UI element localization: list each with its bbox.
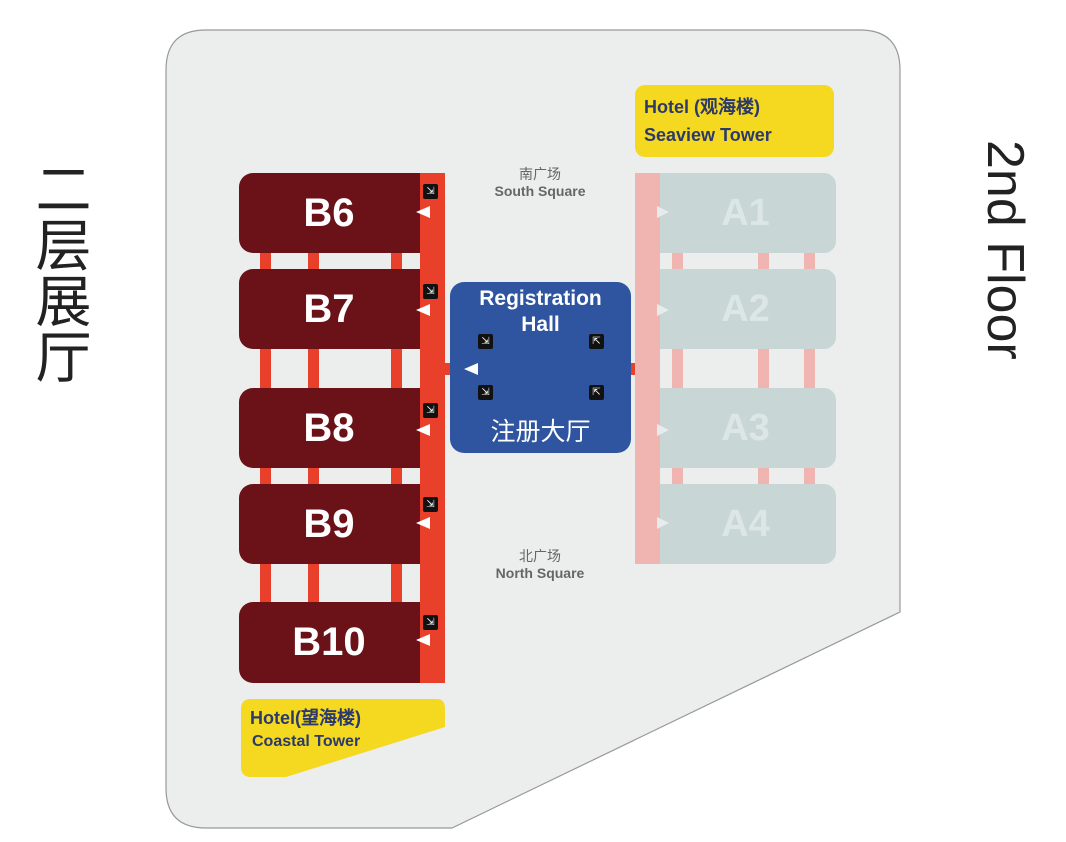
hall-b9[interactable]: B9 xyxy=(239,484,439,564)
hall-a3[interactable]: A3 xyxy=(655,388,836,468)
hall-b7[interactable]: B7 xyxy=(239,269,439,349)
escalator-icon: ⇱ xyxy=(589,334,604,349)
escalator-icon: ⇲ xyxy=(423,184,438,199)
escalator-icon: ⇱ xyxy=(589,385,604,400)
registration-title-line2: Hall xyxy=(521,313,560,336)
floor-title-en: 2nd Floor xyxy=(976,140,1034,360)
hall-a1[interactable]: A1 xyxy=(655,173,836,253)
hall-a4[interactable]: A4 xyxy=(655,484,836,564)
registration-title-line1: Registration xyxy=(479,287,602,310)
hotel-coastal[interactable]: Hotel(望海楼) Coastal Tower xyxy=(250,708,361,750)
entrance-arrow-icon xyxy=(657,206,669,218)
entrance-arrow-icon xyxy=(464,363,478,375)
entrance-arrow-icon xyxy=(657,517,669,529)
entrance-arrow-icon xyxy=(657,304,669,316)
entrance-arrow-icon xyxy=(416,304,430,316)
entrance-arrow-icon xyxy=(416,424,430,436)
entrance-arrow-icon xyxy=(416,517,430,529)
escalator-icon: ⇲ xyxy=(423,403,438,418)
escalator-icon: ⇲ xyxy=(423,284,438,299)
entrance-arrow-icon xyxy=(416,206,430,218)
hall-b8[interactable]: B8 xyxy=(239,388,439,468)
escalator-icon: ⇲ xyxy=(478,385,493,400)
escalator-icon: ⇲ xyxy=(478,334,493,349)
entrance-arrow-icon xyxy=(657,424,669,436)
hall-b6[interactable]: B6 xyxy=(239,173,439,253)
hall-b10[interactable]: B10 xyxy=(239,602,439,683)
corridor-a xyxy=(635,173,660,564)
floor-title-cn: 二层展厅 xyxy=(28,160,91,384)
entrance-arrow-icon xyxy=(416,634,430,646)
escalator-icon: ⇲ xyxy=(423,497,438,512)
registration-hall[interactable]: Registration Hall 注册大厅 ⇲ ⇱ ⇲ ⇱ xyxy=(450,282,631,453)
hall-a2[interactable]: A2 xyxy=(655,269,836,349)
hotel-coastal-shape xyxy=(241,699,445,777)
hotel-seaview[interactable]: Hotel (观海楼) Seaview Tower xyxy=(635,85,834,157)
escalator-icon: ⇲ xyxy=(423,615,438,630)
registration-title-cn: 注册大厅 xyxy=(490,418,591,446)
